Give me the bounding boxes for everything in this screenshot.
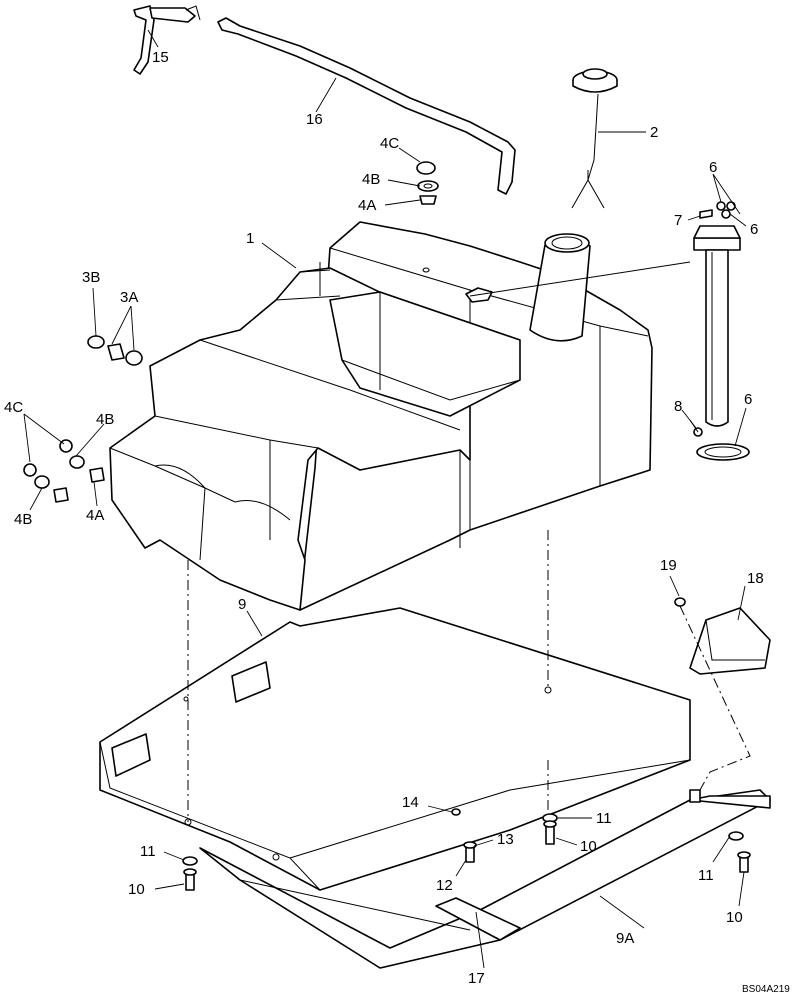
reference-code: BS04A219 xyxy=(742,984,790,995)
part-9A-rail xyxy=(199,789,771,969)
label-10-c: 10 xyxy=(726,909,743,926)
part-4-stack-top xyxy=(416,161,439,205)
label-9A: 9A xyxy=(616,930,634,947)
label-14: 14 xyxy=(402,794,419,811)
label-10-a: 10 xyxy=(128,881,145,898)
part-15-clip xyxy=(133,5,201,75)
label-17: 17 xyxy=(468,970,485,987)
part-18-bracket xyxy=(674,597,771,675)
part-16-strap xyxy=(217,17,516,195)
part-9-skid-plate xyxy=(99,607,691,891)
label-15: 15 xyxy=(152,49,169,66)
label-4A-top: 4A xyxy=(358,197,376,214)
label-16: 16 xyxy=(306,111,323,128)
label-4A-left: 4A xyxy=(86,507,104,524)
label-12: 12 xyxy=(436,877,453,894)
label-7: 7 xyxy=(674,212,682,229)
part-2-fuel-cap xyxy=(571,68,618,209)
part-1-fuel-tank xyxy=(109,221,653,611)
label-4B-left-a: 4B xyxy=(96,411,114,428)
label-11-a: 11 xyxy=(140,843,156,860)
label-4B-left-b: 4B xyxy=(14,511,32,528)
label-1: 1 xyxy=(246,230,254,247)
label-6-c: 6 xyxy=(744,391,752,408)
label-19: 19 xyxy=(660,557,677,574)
label-4C-top: 4C xyxy=(380,135,399,152)
callouts: 1 2 3B 3A 4C 4B 4A 4C 4B 4A 4B 6 7 6 8 6… xyxy=(4,49,790,995)
label-3B: 3B xyxy=(82,269,100,286)
label-11-b: 11 xyxy=(596,810,612,827)
label-6-a: 6 xyxy=(709,159,717,176)
label-2: 2 xyxy=(650,124,658,141)
label-4C-left: 4C xyxy=(4,399,23,416)
label-13: 13 xyxy=(497,831,514,848)
leader-lines xyxy=(23,29,747,969)
part-6-sender-unit xyxy=(693,201,750,461)
label-10-b: 10 xyxy=(580,838,597,855)
label-6-b: 6 xyxy=(750,221,758,238)
label-3A: 3A xyxy=(120,289,138,306)
label-8: 8 xyxy=(674,398,682,415)
label-4B-top: 4B xyxy=(362,171,380,188)
label-18: 18 xyxy=(747,570,764,587)
label-11-c: 11 xyxy=(698,867,714,884)
label-9: 9 xyxy=(238,596,246,613)
